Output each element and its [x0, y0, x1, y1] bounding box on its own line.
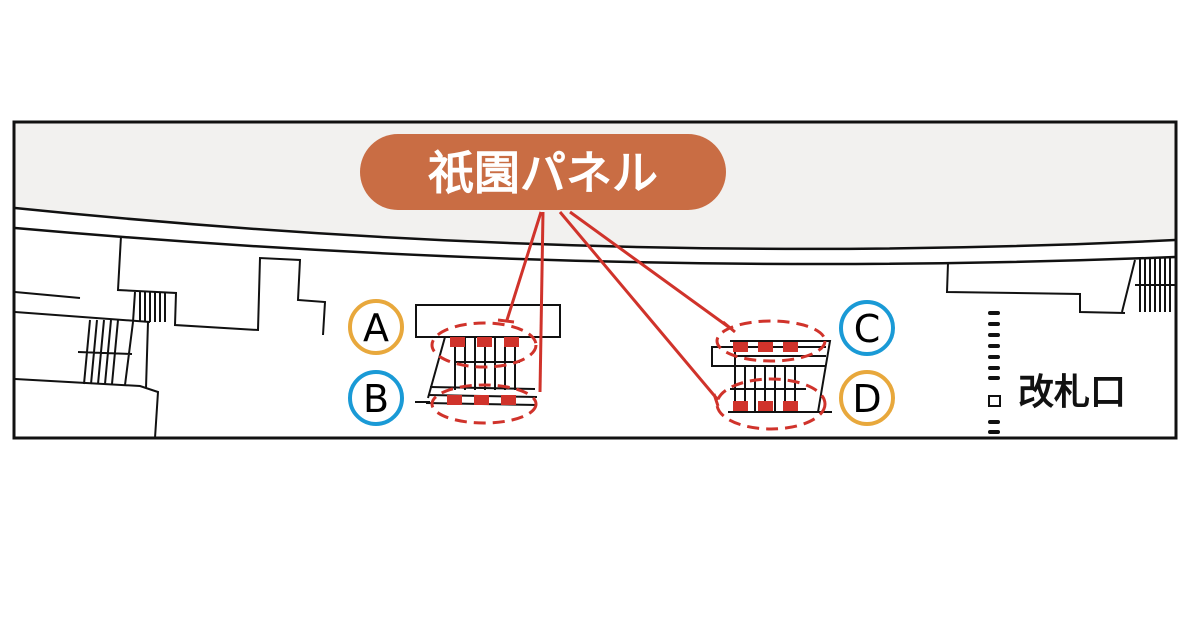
- panel-markers: [447, 337, 798, 411]
- highlight-a: [430, 321, 538, 369]
- panel-badge: [360, 134, 726, 210]
- gate-label: 改札口: [1018, 372, 1126, 413]
- ticket-gates: [988, 311, 1001, 434]
- left-structures: [14, 235, 327, 439]
- exit-d[interactable]: D: [839, 370, 895, 426]
- wall-line: [14, 226, 1176, 266]
- highlight-c: [715, 319, 827, 363]
- panel-label: 祇園パネル: [428, 146, 658, 200]
- exit-c[interactable]: C: [839, 300, 895, 356]
- exit-b[interactable]: B: [348, 370, 404, 426]
- platform-edge: [14, 206, 1176, 251]
- stairs-cd: [711, 340, 832, 413]
- exit-letter: D: [852, 377, 881, 421]
- exit-letter: B: [363, 377, 389, 421]
- highlight-d: [715, 377, 827, 431]
- highlight-ellipses: [430, 319, 827, 431]
- exit-letter: C: [854, 307, 881, 351]
- highlight-b: [430, 383, 538, 425]
- right-structures: [945, 258, 1175, 314]
- exit-a[interactable]: A: [348, 299, 404, 355]
- exit-letter: A: [363, 306, 389, 350]
